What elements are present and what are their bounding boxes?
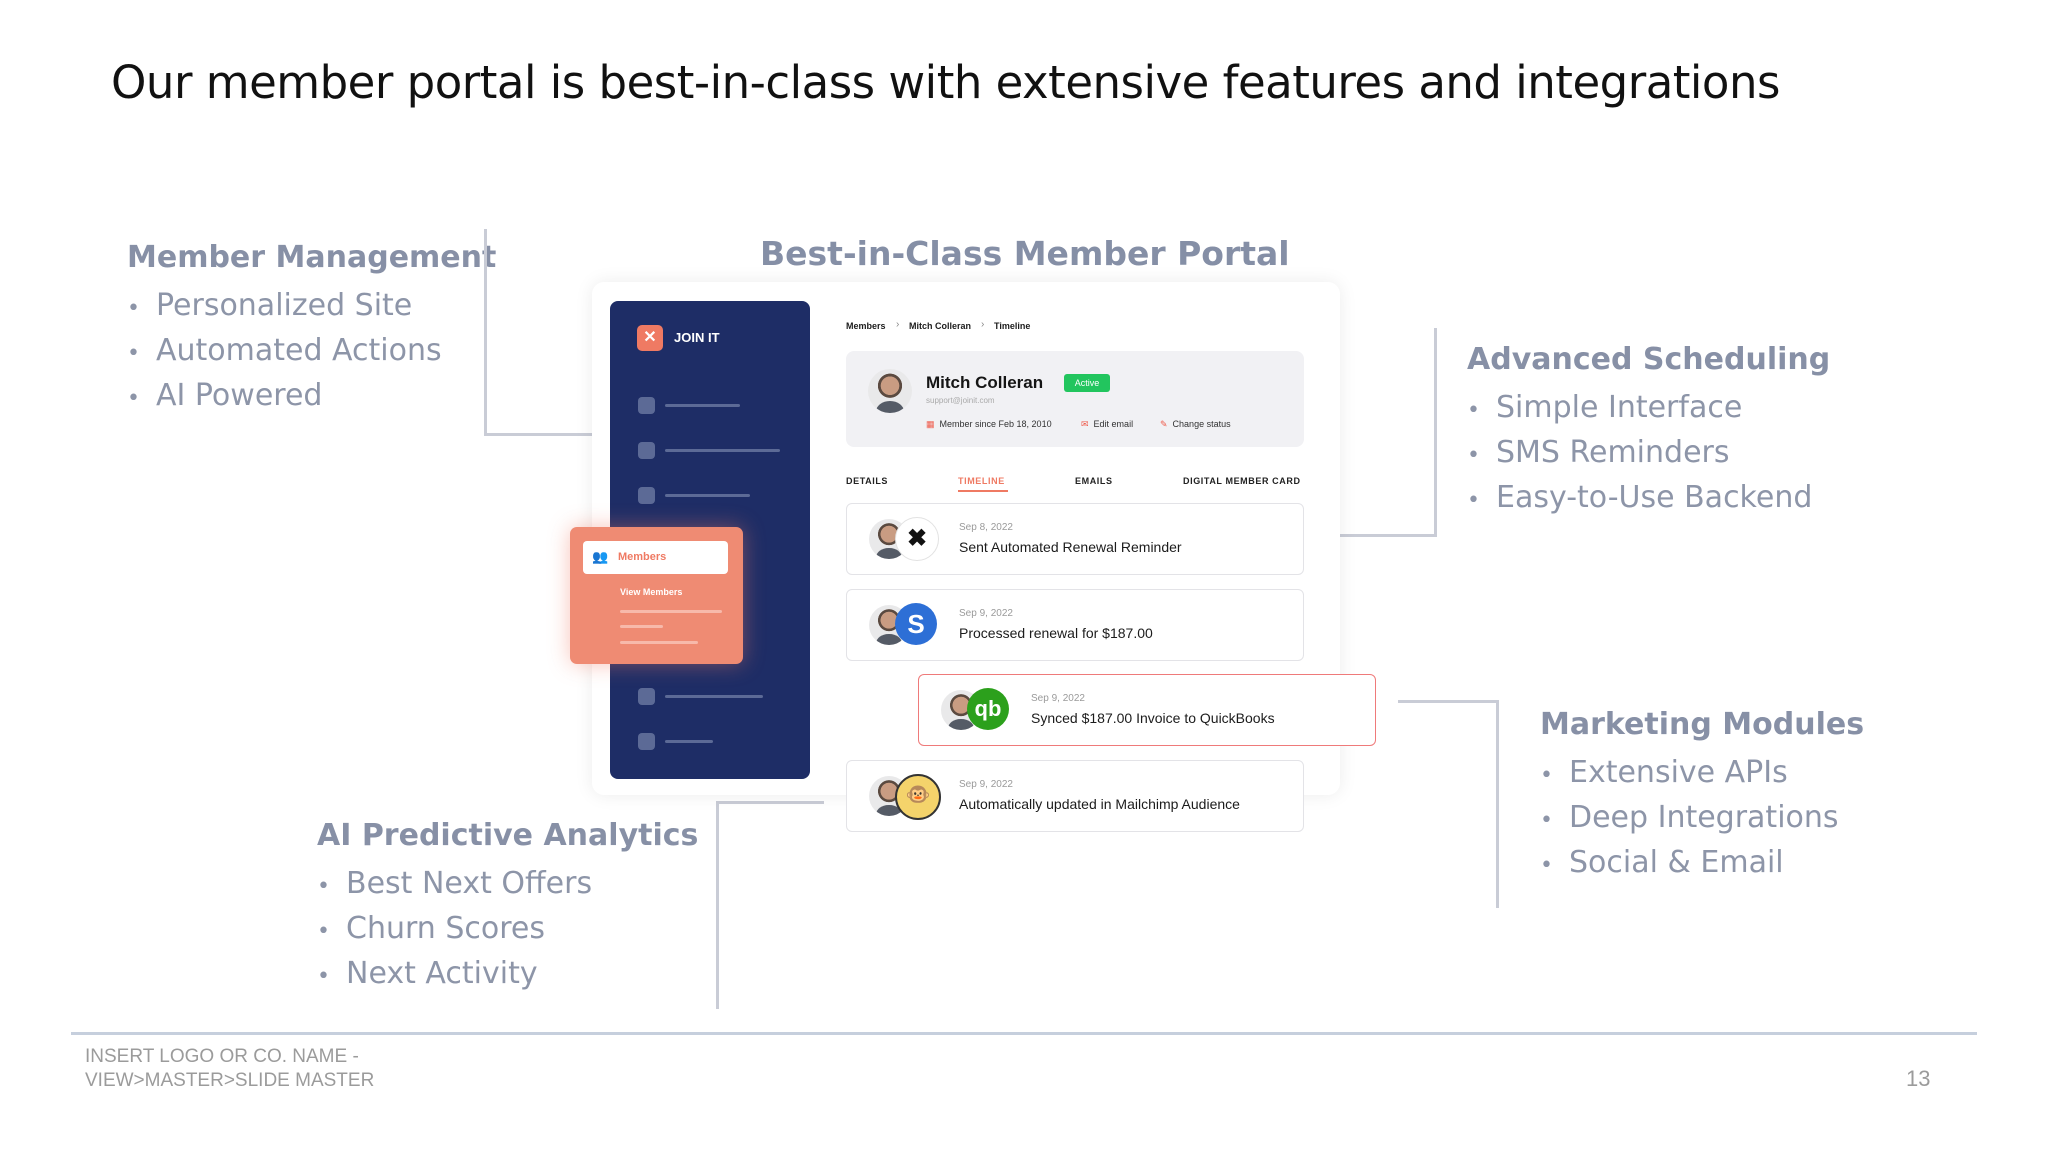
connector-line — [1340, 534, 1437, 537]
connector-line — [484, 433, 594, 436]
timeline-date: Sep 9, 2022 — [1031, 693, 1085, 704]
avatar — [868, 369, 912, 413]
timeline-text: Processed renewal for $187.00 — [959, 625, 1153, 641]
mailchimp-icon: 🐵 — [895, 774, 941, 820]
footer-divider — [71, 1032, 1977, 1035]
feature-ai-predictive-analytics: AI Predictive Analytics •Best Next Offer… — [317, 818, 698, 996]
breadcrumb-item[interactable]: Members — [846, 321, 886, 331]
tab-emails[interactable]: EMAILS — [1075, 476, 1113, 486]
view-members-link[interactable]: View Members — [620, 587, 683, 597]
timeline-date: Sep 9, 2022 — [959, 608, 1013, 619]
placeholder-line — [620, 625, 663, 628]
member-name: Mitch Colleran — [926, 373, 1044, 392]
feature-list: •Simple Interface •SMS Reminders •Easy-t… — [1467, 385, 1830, 520]
members-icon: 👥 — [592, 549, 609, 564]
feature-item: •Extensive APIs — [1540, 755, 1788, 790]
tab-timeline[interactable]: TIMELINE — [958, 476, 1005, 486]
feature-heading: Marketing Modules — [1540, 707, 1865, 742]
feature-item: •Social & Email — [1540, 845, 1784, 880]
calendar-icon: ▦ — [926, 419, 935, 429]
feature-member-management: Member Management •Personalized Site •Au… — [127, 240, 496, 418]
member-since: ▦Member since Feb 18, 2010 — [926, 419, 1052, 429]
members-button[interactable]: 👥 Members — [583, 541, 728, 574]
feature-item: •Deep Integrations — [1540, 800, 1839, 835]
join-it-logo-icon: ✖ — [895, 517, 939, 561]
placeholder-line — [620, 641, 698, 644]
timeline-text: Automatically updated in Mailchimp Audie… — [959, 796, 1240, 812]
connector-line — [716, 801, 719, 1009]
quickbooks-icon: qb — [967, 688, 1009, 730]
member-profile: Mitch Colleran Active support@joinit.com… — [846, 351, 1304, 447]
timeline-date: Sep 9, 2022 — [959, 779, 1013, 790]
breadcrumb-item[interactable]: Timeline — [994, 321, 1031, 331]
edit-email-link[interactable]: ✉Edit email — [1081, 419, 1134, 429]
app-name: JOIN IT — [674, 330, 720, 345]
timeline-date: Sep 8, 2022 — [959, 522, 1013, 533]
feature-advanced-scheduling: Advanced Scheduling •Simple Interface •S… — [1467, 342, 1830, 520]
timeline-text: Sent Automated Renewal Reminder — [959, 539, 1182, 555]
member-email: support@joinit.com — [926, 396, 995, 405]
timeline-item[interactable]: 🐵 Sep 9, 2022 Automatically updated in M… — [846, 760, 1304, 832]
join-it-logo-icon: ✕ — [637, 325, 663, 351]
feature-heading: AI Predictive Analytics — [317, 818, 699, 853]
feature-list: •Best Next Offers •Churn Scores •Next Ac… — [317, 861, 698, 996]
timeline-text: Synced $187.00 Invoice to QuickBooks — [1031, 710, 1275, 726]
feature-item: •Simple Interface — [1467, 390, 1743, 425]
feature-list: •Extensive APIs •Deep Integrations •Soci… — [1540, 750, 1864, 885]
members-popover: 👥 Members View Members — [570, 527, 743, 664]
tab-details[interactable]: DETAILS — [846, 476, 889, 486]
connector-line — [1434, 328, 1437, 537]
chevron-right-icon: › — [896, 319, 900, 330]
feature-item: •Personalized Site — [127, 288, 413, 323]
feature-item: •AI Powered — [127, 378, 323, 413]
timeline-item[interactable]: S Sep 9, 2022 Processed renewal for $187… — [846, 589, 1304, 661]
change-status-link[interactable]: ✎Change status — [1160, 419, 1231, 429]
chevron-right-icon: › — [981, 319, 985, 330]
feature-item: •Best Next Offers — [317, 866, 593, 901]
pencil-icon: ✎ — [1160, 419, 1168, 429]
feature-item: •SMS Reminders — [1467, 435, 1730, 470]
feature-item: •Next Activity — [317, 956, 538, 991]
connector-line — [484, 229, 487, 436]
stripe-s-icon: S — [895, 603, 937, 645]
placeholder-line — [620, 610, 722, 613]
connector-line — [1398, 700, 1499, 703]
connector-line — [716, 801, 824, 804]
page-number: 13 — [1906, 1066, 1931, 1091]
feature-list: •Personalized Site •Automated Actions •A… — [127, 283, 496, 418]
mail-icon: ✉ — [1081, 419, 1089, 429]
feature-item: •Churn Scores — [317, 911, 545, 946]
connector-line — [1496, 700, 1499, 908]
portal-title: Best-in-Class Member Portal — [760, 234, 1290, 273]
status-badge: Active — [1064, 374, 1110, 392]
active-tab-indicator — [958, 490, 1008, 492]
timeline-item[interactable]: ✖ Sep 8, 2022 Sent Automated Renewal Rem… — [846, 503, 1304, 575]
footer-text: INSERT LOGO OR CO. NAME - VIEW>MASTER>SL… — [85, 1046, 375, 1091]
feature-marketing-modules: Marketing Modules •Extensive APIs •Deep … — [1540, 707, 1864, 885]
feature-heading: Member Management — [127, 240, 497, 275]
feature-heading: Advanced Scheduling — [1467, 342, 1831, 377]
slide-title: Our member portal is best-in-class with … — [111, 56, 1780, 109]
feature-item: •Automated Actions — [127, 333, 442, 368]
feature-item: •Easy-to-Use Backend — [1467, 480, 1813, 515]
timeline-item-highlighted[interactable]: qb Sep 9, 2022 Synced $187.00 Invoice to… — [918, 674, 1376, 746]
breadcrumb-item[interactable]: Mitch Colleran — [909, 321, 972, 331]
tab-digital-member-card[interactable]: DIGITAL MEMBER CARD — [1183, 476, 1301, 486]
